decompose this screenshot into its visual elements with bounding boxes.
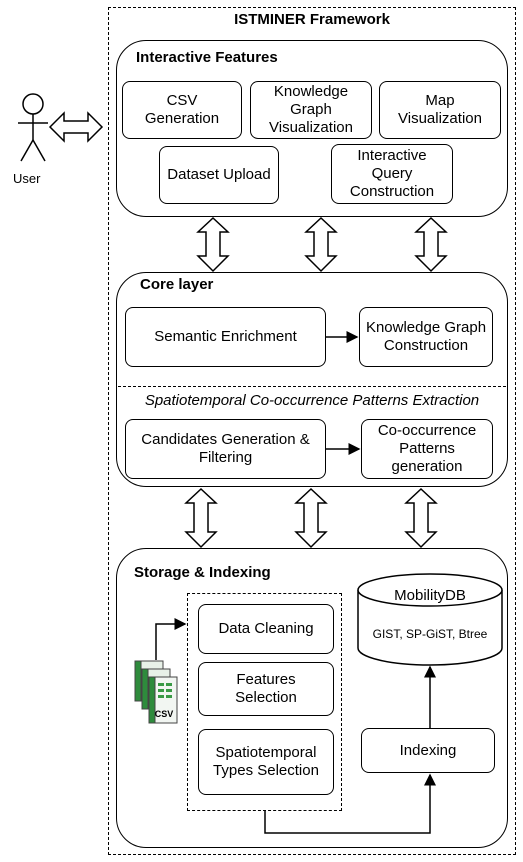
interactive-core-arrow-right bbox=[414, 216, 448, 273]
csv-file-icon: CSV bbox=[134, 660, 178, 724]
framework-frame bbox=[108, 7, 516, 855]
interactive-features-title: Interactive Features bbox=[136, 49, 278, 66]
core-separator bbox=[118, 386, 506, 387]
candidates-generation-box: Candidates Generation & Filtering bbox=[125, 419, 326, 479]
knowledge-graph-visualization-box: Knowledge Graph Visualization bbox=[250, 81, 372, 139]
map-visualization-box: Map Visualization bbox=[379, 81, 501, 139]
core-storage-arrow-right bbox=[404, 487, 438, 549]
spatiotemporal-types-selection-box: Spatiotemporal Types Selection bbox=[198, 729, 334, 795]
framework-title: ISTMINER Framework bbox=[234, 11, 390, 28]
csv-file-label: CSV bbox=[155, 709, 174, 719]
core-layer-title: Core layer bbox=[140, 276, 214, 293]
features-selection-box: Features Selection bbox=[198, 662, 334, 716]
indexing-box: Indexing bbox=[361, 728, 495, 773]
mobilitydb-indexes-label: GIST, SP-GiST, Btree bbox=[372, 627, 488, 641]
semantic-enrichment-box: Semantic Enrichment bbox=[125, 307, 326, 367]
data-cleaning-box: Data Cleaning bbox=[198, 604, 334, 654]
mobilitydb-cylinder bbox=[357, 573, 503, 666]
knowledge-graph-construction-box: Knowledge Graph Construction bbox=[359, 307, 493, 367]
cooccurrence-extraction-subtitle: Spatiotemporal Co-occurrence Patterns Ex… bbox=[144, 392, 480, 409]
interactive-query-construction-box: Interactive Query Construction bbox=[331, 144, 453, 204]
interactive-core-arrow-middle bbox=[304, 216, 338, 273]
core-storage-arrow-middle bbox=[294, 487, 328, 549]
core-storage-arrow-left bbox=[184, 487, 218, 549]
cooccurrence-patterns-box: Co-occurrence Patterns generation bbox=[361, 419, 493, 479]
user-label: User bbox=[13, 171, 41, 186]
preprocessing-to-indexing-arrow bbox=[264, 773, 436, 834]
dataset-upload-box: Dataset Upload bbox=[159, 146, 279, 204]
csv-generation-box: CSV Generation bbox=[122, 81, 242, 139]
csv-to-preprocessing-arrow bbox=[155, 618, 187, 660]
mobilitydb-label: MobilityDB bbox=[394, 587, 466, 604]
user-bidirectional-arrow bbox=[48, 111, 104, 143]
preprocessing-group bbox=[187, 593, 342, 811]
interactive-core-arrow-left bbox=[196, 216, 230, 273]
storage-indexing-title: Storage & Indexing bbox=[134, 564, 271, 581]
user-icon bbox=[18, 93, 48, 162]
